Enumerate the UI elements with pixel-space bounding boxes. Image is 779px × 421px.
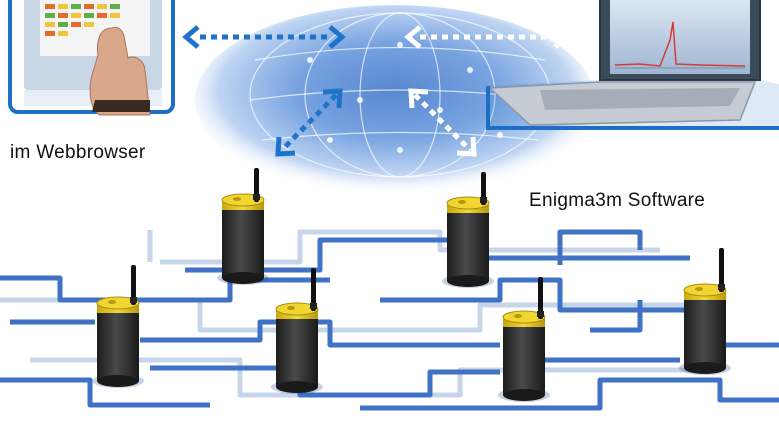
- laptop-icon: [486, 0, 779, 130]
- acoustic-logger-sensor-icon: [271, 268, 323, 394]
- software-caption: Enigma3m Software: [529, 190, 706, 211]
- dashed-double-arrow-icon: [182, 25, 571, 157]
- acoustic-logger-sensor-icon: [442, 172, 494, 288]
- acoustic-logger-sensor-icon: [498, 277, 550, 402]
- tablet-touch-icon: [8, 0, 175, 116]
- acoustic-logger-sensor-icon: [217, 168, 269, 285]
- arrow-globe-laptop: [404, 25, 571, 49]
- arrow-tablet-globe: [182, 25, 346, 49]
- arrow-diagonal-right: [408, 88, 477, 157]
- webbrowser-caption: im Webbrowser: [10, 142, 146, 163]
- acoustic-logger-sensor-icon: [679, 248, 731, 375]
- acoustic-logger-sensor-icon: [92, 265, 144, 388]
- sensor-group: [92, 168, 731, 402]
- arrow-diagonal-left: [275, 88, 343, 157]
